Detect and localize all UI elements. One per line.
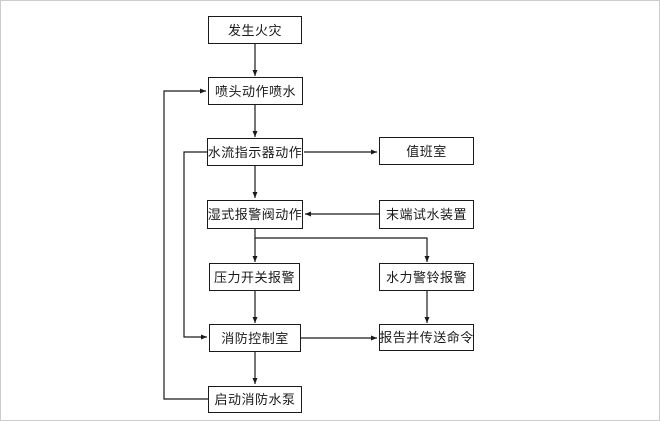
node-pressure-switch-alarm: 压力开关报警 bbox=[209, 263, 300, 291]
edge-pump-to-sprinkler-loop bbox=[163, 88, 208, 400]
node-end-test-water-device: 末端试水装置 bbox=[379, 200, 474, 229]
node-report-and-transmit-command: 报告并传送命令 bbox=[379, 324, 474, 351]
node-hydraulic-alarm-bell: 水力警铃报警 bbox=[379, 263, 474, 291]
node-fire-occurs: 发生火灾 bbox=[208, 16, 302, 44]
node-fire-control-room: 消防控制室 bbox=[209, 324, 301, 352]
node-duty-room: 值班室 bbox=[379, 137, 474, 165]
node-wet-alarm-valve-acts: 湿式报警阀动作 bbox=[207, 200, 303, 229]
node-sprinkler-head-sprays: 喷头动作喷水 bbox=[208, 77, 303, 105]
node-start-fire-pump: 启动消防水泵 bbox=[208, 386, 302, 413]
edge-wet-valve-to-hydraulic-bell bbox=[254, 229, 430, 262]
edge-flow-indicator-to-control-room-loop bbox=[183, 151, 207, 340]
node-water-flow-indicator-acts: 水流指示器动作 bbox=[207, 138, 303, 166]
